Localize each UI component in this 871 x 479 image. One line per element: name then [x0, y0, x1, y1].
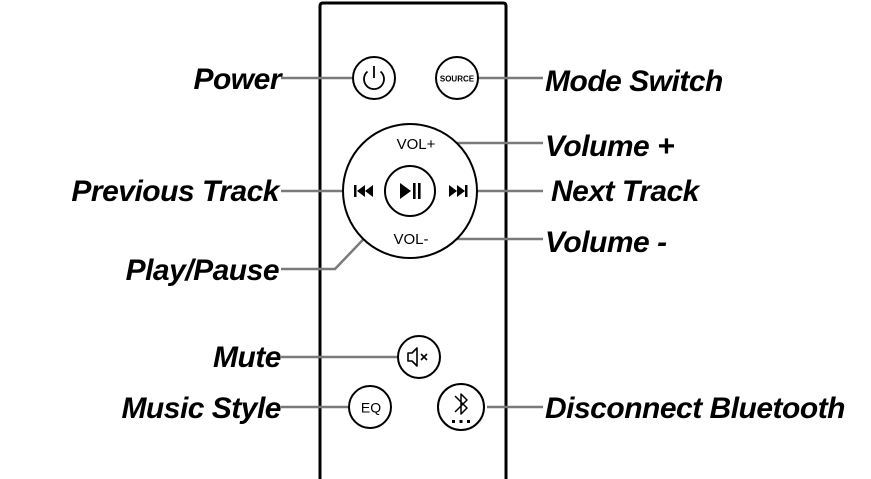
label-mute: Mute — [213, 341, 281, 374]
label-disconnect-bluetooth: Disconnect Bluetooth — [545, 392, 845, 425]
label-mode-switch: Mode Switch — [545, 65, 723, 98]
eq-button[interactable]: EQ — [348, 385, 392, 429]
bluetooth-icon — [452, 393, 470, 423]
navigation-ring: VOL+ VOL- — [342, 123, 478, 259]
play-pause-button[interactable] — [384, 165, 436, 217]
previous-track-icon — [354, 185, 373, 197]
label-previous-track: Previous Track — [71, 175, 280, 208]
previous-track-button[interactable] — [354, 185, 373, 197]
source-button[interactable]: SOURCE — [435, 56, 479, 100]
play-pause-icon — [400, 183, 421, 199]
bluetooth-button[interactable] — [437, 383, 485, 431]
label-music-style: Music Style — [121, 392, 281, 425]
next-track-icon — [449, 185, 468, 197]
label-power: Power — [193, 63, 283, 96]
callout-labels: Power Mode Switch Volume + Previous Trac… — [71, 63, 845, 425]
mute-button[interactable] — [397, 335, 441, 379]
label-volume-up: Volume + — [545, 130, 674, 163]
next-track-button[interactable] — [449, 185, 468, 197]
label-play-pause: Play/Pause — [126, 254, 279, 287]
vol-minus-button[interactable]: VOL- — [393, 231, 428, 248]
vol-plus-button[interactable]: VOL+ — [397, 136, 436, 153]
power-button[interactable] — [352, 56, 396, 100]
mute-icon — [407, 347, 428, 367]
eq-button-label: EQ — [361, 400, 381, 416]
power-icon — [363, 66, 385, 90]
label-next-track: Next Track — [551, 175, 701, 208]
label-volume-down: Volume - — [545, 226, 667, 259]
source-button-label: SOURCE — [440, 75, 475, 84]
